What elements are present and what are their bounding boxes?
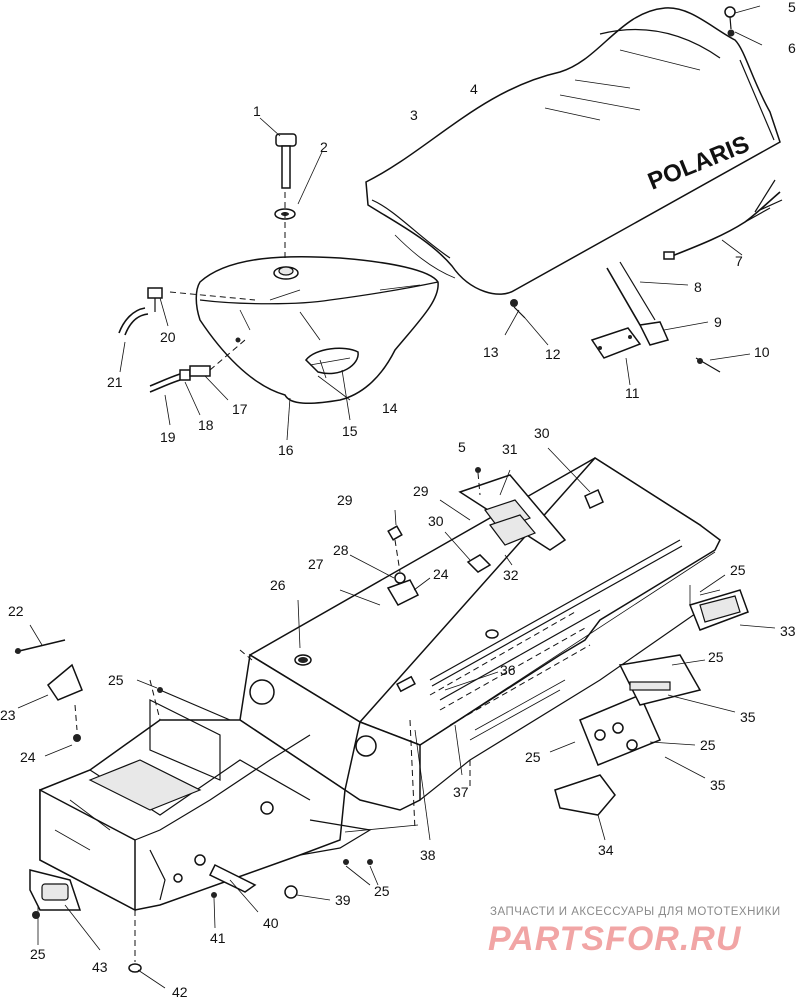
rear-bumper bbox=[688, 574, 776, 631]
callout-40: 40 bbox=[263, 915, 279, 931]
fuel-hoses bbox=[118, 287, 351, 441]
callout-30-rear: 30 bbox=[534, 425, 550, 441]
callout-2: 2 bbox=[320, 139, 328, 155]
fuel-cap bbox=[259, 117, 323, 258]
wire-harness bbox=[663, 179, 783, 260]
tunnel-rivets bbox=[429, 611, 591, 741]
seat-strap bbox=[590, 261, 751, 386]
callout-3: 3 bbox=[410, 107, 418, 123]
callout-20: 20 bbox=[160, 329, 176, 345]
callout-5-tunnel: 5 bbox=[458, 439, 466, 455]
callout-12: 12 bbox=[545, 346, 561, 362]
chassis-tunnel bbox=[239, 457, 721, 831]
callout-5-seat: 5 bbox=[788, 0, 796, 15]
callout-26: 26 bbox=[270, 577, 286, 593]
watermark: ЗАПЧАСТИ И АКСЕССУАРЫ ДЛЯ МОТОТЕХНИКИ PA… bbox=[488, 906, 781, 958]
callout-42: 42 bbox=[172, 984, 188, 997]
seat-screw bbox=[504, 299, 549, 346]
callout-35-lower: 35 bbox=[710, 777, 726, 793]
watermark-site: PARTSFOR.RU bbox=[488, 920, 742, 958]
seat: POLARIS bbox=[365, 7, 781, 295]
callout-29-front: 29 bbox=[337, 492, 353, 508]
callout-29-rear: 29 bbox=[413, 483, 429, 499]
callout-23: 23 bbox=[0, 707, 16, 723]
callout-39: 39 bbox=[335, 892, 351, 908]
callout-34: 34 bbox=[598, 842, 614, 858]
callout-38: 38 bbox=[420, 847, 436, 863]
callout-24-left: 24 bbox=[20, 749, 36, 765]
tunnel-hardware bbox=[297, 447, 604, 663]
callout-25-rear-bumper: 25 bbox=[730, 562, 746, 578]
fuel-tank bbox=[169, 255, 439, 405]
leader-lines bbox=[414, 589, 721, 841]
rear-brackets bbox=[549, 654, 736, 841]
callout-31: 31 bbox=[502, 441, 518, 457]
front-frame bbox=[39, 649, 372, 912]
watermark-tagline: ЗАПЧАСТИ И АКСЕССУАРЫ ДЛЯ МОТОТЕХНИКИ bbox=[490, 906, 781, 918]
callout-10: 10 bbox=[754, 344, 770, 360]
callout-41: 41 bbox=[210, 930, 226, 946]
callout-36: 36 bbox=[500, 662, 516, 678]
callout-24-tunnel: 24 bbox=[433, 566, 449, 582]
callout-9: 9 bbox=[714, 314, 722, 330]
callout-25-rear-top: 25 bbox=[708, 649, 724, 665]
callout-1: 1 bbox=[253, 103, 261, 119]
callout-32: 32 bbox=[503, 567, 519, 583]
callout-15: 15 bbox=[342, 423, 358, 439]
callout-25-lower: 25 bbox=[374, 883, 390, 899]
callout-37: 37 bbox=[453, 784, 469, 800]
callout-25-rear-right: 25 bbox=[700, 737, 716, 753]
callout-7: 7 bbox=[735, 253, 743, 269]
callout-16: 16 bbox=[278, 442, 294, 458]
callout-6: 6 bbox=[788, 40, 796, 56]
callout-19: 19 bbox=[160, 429, 176, 445]
callout-30-front: 30 bbox=[428, 513, 444, 529]
callout-33: 33 bbox=[780, 623, 796, 639]
lower-brackets bbox=[208, 824, 419, 929]
callout-25-rear-left: 25 bbox=[525, 749, 541, 765]
callout-21: 21 bbox=[107, 374, 123, 390]
callout-4: 4 bbox=[470, 81, 478, 97]
callout-11: 11 bbox=[625, 385, 640, 401]
front-bumper bbox=[29, 869, 166, 989]
callout-13: 13 bbox=[483, 344, 499, 360]
callout-25-bumper: 25 bbox=[30, 946, 46, 962]
callout-27: 27 bbox=[308, 556, 324, 572]
callout-22: 22 bbox=[8, 603, 24, 619]
seat-bolt bbox=[724, 5, 763, 46]
callout-35-upper: 35 bbox=[740, 709, 756, 725]
callout-8: 8 bbox=[694, 279, 702, 295]
callout-14: 14 bbox=[382, 400, 398, 416]
callout-28: 28 bbox=[333, 542, 349, 558]
callout-43: 43 bbox=[92, 959, 108, 975]
callout-17: 17 bbox=[232, 401, 248, 417]
callout-25-left-top: 25 bbox=[108, 672, 124, 688]
callout-18: 18 bbox=[198, 417, 214, 433]
left-side-parts bbox=[14, 624, 163, 919]
